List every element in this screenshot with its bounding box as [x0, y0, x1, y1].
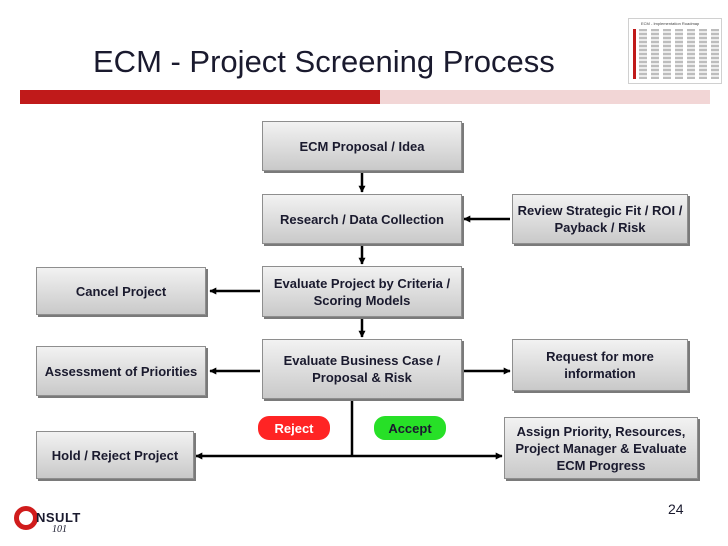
roadmap-thumbnail: ECM - Implementation Roadmap	[628, 18, 722, 84]
box-hold-reject-project: Hold / Reject Project	[36, 431, 194, 479]
box-evaluate-business-case: Evaluate Business Case / Proposal & Risk	[262, 339, 462, 399]
box-assessment-of-priorities: Assessment of Priorities	[36, 346, 206, 396]
box-request-more-information: Request for more information	[512, 339, 688, 391]
thumbnail-column	[663, 29, 671, 79]
box-review-strategic-fit: Review Strategic Fit / ROI / Payback / R…	[512, 194, 688, 244]
consult101-logo: NSULT 101	[12, 505, 102, 539]
title-underline-bar	[20, 90, 380, 104]
logo-text: NSULT	[36, 510, 81, 525]
box-evaluate-criteria: Evaluate Project by Criteria / Scoring M…	[262, 266, 462, 317]
page-title: ECM - Project Screening Process	[93, 44, 555, 79]
box-assign-priority: Assign Priority, Resources, Project Mana…	[504, 417, 698, 479]
logo-subtext: 101	[52, 524, 67, 535]
title-underline-bar-light	[380, 90, 710, 104]
box-research-data-collection: Research / Data Collection	[262, 194, 462, 244]
box-ecm-proposal: ECM Proposal / Idea	[262, 121, 462, 171]
thumbnail-column	[699, 29, 707, 79]
page-number: 24	[668, 501, 684, 517]
accept-label: Accept	[374, 416, 446, 440]
thumbnail-column	[711, 29, 719, 79]
reject-label: Reject	[258, 416, 330, 440]
thumbnail-column	[651, 29, 659, 79]
box-cancel-project: Cancel Project	[36, 267, 206, 315]
thumbnail-column	[687, 29, 695, 79]
thumbnail-redbar	[633, 29, 636, 79]
roadmap-thumbnail-title: ECM - Implementation Roadmap	[641, 21, 700, 26]
thumbnail-column	[675, 29, 683, 79]
thumbnail-column	[639, 29, 647, 79]
logo-ring-icon	[14, 506, 38, 530]
